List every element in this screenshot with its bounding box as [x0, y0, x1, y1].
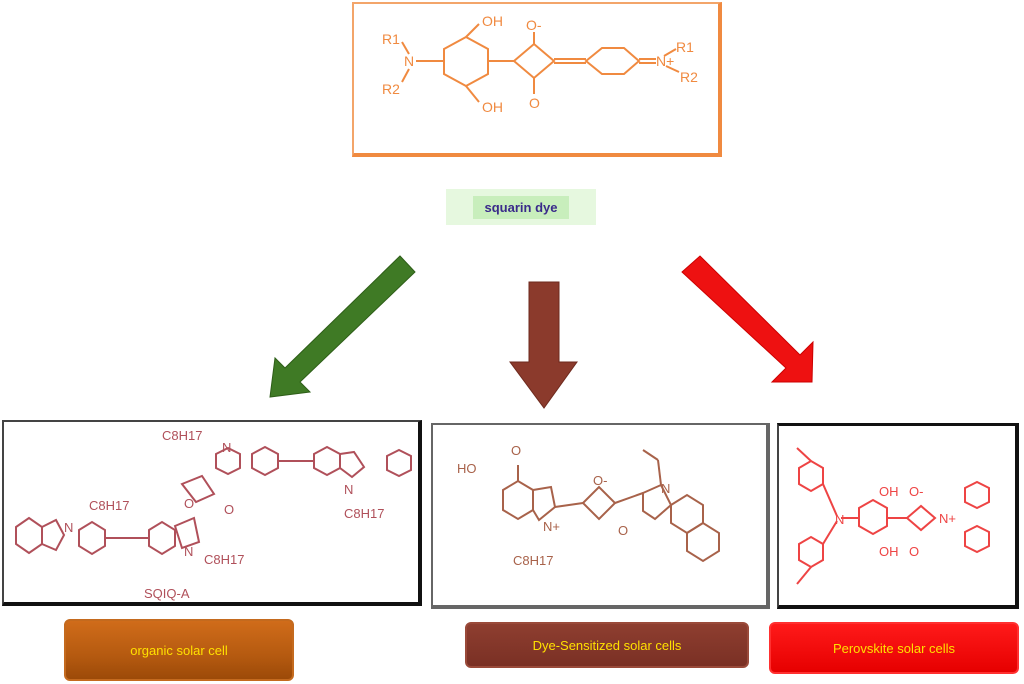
- atom-label: O: [184, 496, 194, 511]
- atom-label: N+: [656, 53, 674, 69]
- dye-sensitized-solar-cells-label: Dye-Sensitized solar cells: [532, 637, 682, 653]
- atom-label: O-: [526, 17, 542, 33]
- atom-label: N: [184, 544, 193, 559]
- arrow-down-icon: [509, 281, 578, 409]
- atom-label: N: [404, 53, 414, 69]
- sqiq-a-structure: C8H17 C8H17 C8H17 C8H17 N N N N O O SQIQ…: [15, 428, 412, 601]
- atom-label: OH: [482, 99, 503, 115]
- atom-label: R2: [382, 81, 400, 97]
- perovskite-solar-cells-label: Perovskite solar cells: [832, 640, 956, 656]
- atom-label: N: [222, 440, 231, 455]
- atom-label: O: [909, 544, 919, 559]
- atom-label: N: [64, 520, 73, 535]
- quinoid-ring-right: [584, 47, 641, 75]
- atom-label: N: [661, 481, 670, 496]
- dssc-dye-structure: HO O C8H17 O- O N+ N: [457, 443, 720, 568]
- atom-label: OH: [879, 484, 899, 499]
- arrow-down-left-icon: [269, 255, 416, 398]
- atom-label: O: [618, 523, 628, 538]
- atom-label: O: [224, 502, 234, 517]
- organic-solar-cell-label: organic solar cell: [130, 642, 228, 658]
- atom-label: R1: [676, 39, 694, 55]
- atom-label: N: [344, 482, 353, 497]
- atom-label: C8H17: [204, 552, 244, 567]
- atom-label: N+: [543, 519, 560, 534]
- atom-label: O-: [909, 484, 923, 499]
- atom-label: R2: [680, 69, 698, 85]
- squarin-dye-structure: R1 R2 OH OH O- O R1 R2 N N+: [382, 13, 698, 115]
- atom-label: O-: [593, 473, 607, 488]
- atom-label: O: [529, 95, 540, 111]
- atom-label: R1: [382, 31, 400, 47]
- atom-label: C8H17: [162, 428, 202, 443]
- atom-label: N+: [939, 511, 956, 526]
- atom-label: OH: [879, 544, 899, 559]
- squarin-dye-label-text: squarin dye: [472, 195, 570, 219]
- dssc-structure-panel: HO O C8H17 O- O N+ N: [431, 423, 770, 609]
- arrow-down-right-icon: [681, 255, 814, 383]
- squaric-ring: [512, 42, 556, 80]
- squarin-dye-label: squarin dye: [446, 189, 596, 225]
- atom-label: C8H17: [513, 553, 553, 568]
- squarin-dye-structure-box: R1 R2 OH OH O- O R1 R2 N N+: [352, 2, 722, 157]
- atom-label: HO: [457, 461, 477, 476]
- organic-solar-cell-button: organic solar cell: [64, 619, 294, 681]
- perovskite-dye-structure: OH O- OH O N N+: [796, 447, 990, 585]
- perovskite-solar-cells-button: Perovskite solar cells: [769, 622, 1019, 674]
- atom-label: O: [511, 443, 521, 458]
- organic-solar-cell-structure-panel: C8H17 C8H17 C8H17 C8H17 N N N N O O SQIQ…: [2, 420, 422, 606]
- atom-label: C8H17: [89, 498, 129, 513]
- atom-label: OH: [482, 13, 503, 29]
- perovskite-structure-panel: OH O- OH O N N+: [777, 423, 1019, 609]
- dye-sensitized-solar-cells-button: Dye-Sensitized solar cells: [465, 622, 749, 668]
- compound-name: SQIQ-A: [144, 586, 190, 601]
- atom-label: C8H17: [344, 506, 384, 521]
- atom-label: N: [835, 512, 844, 527]
